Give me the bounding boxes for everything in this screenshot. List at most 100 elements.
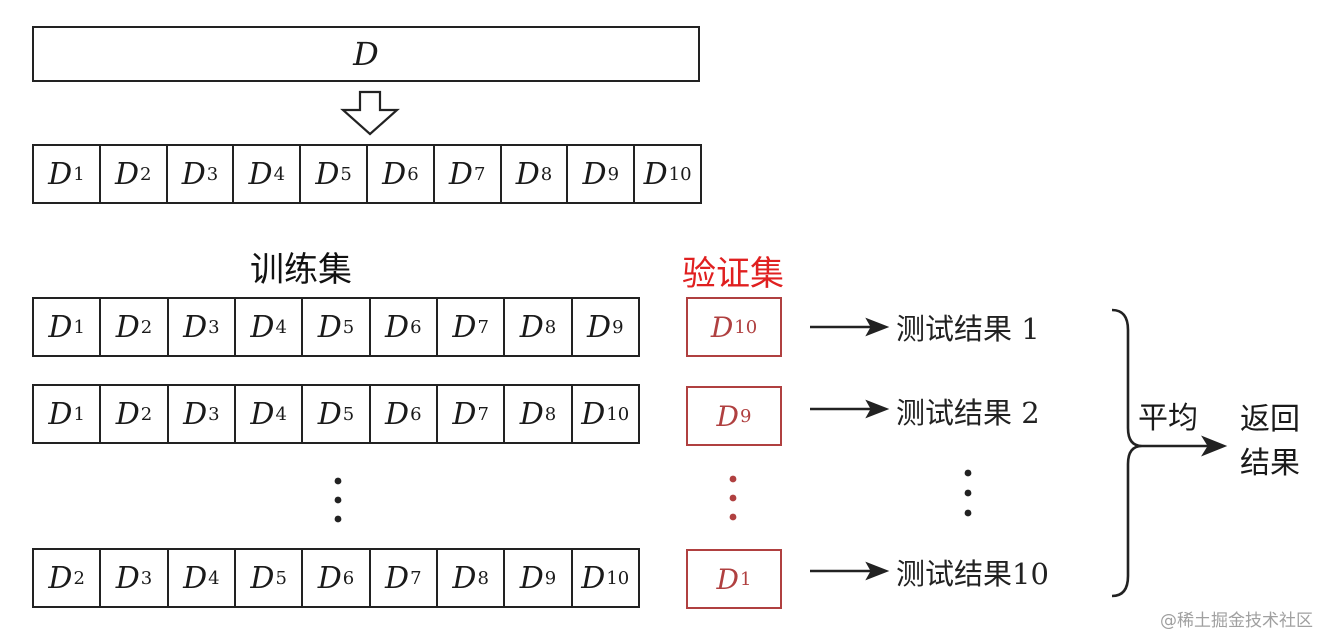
split-subset-cell-2-base: D bbox=[114, 156, 139, 192]
fold-3-train-cell-1-subscript: 2 bbox=[73, 567, 85, 589]
fold-1-train-cell-3-subscript: 3 bbox=[208, 316, 220, 338]
split-subset-cell-9-base: D bbox=[582, 156, 607, 192]
fold-1-train-cell-2-subscript: 2 bbox=[140, 316, 153, 338]
split-subset-cell-6-subscript: 6 bbox=[407, 163, 419, 185]
fold-3-train-cell-2-subscript: 3 bbox=[140, 567, 153, 589]
fold-1-train-cell-5-subscript: 5 bbox=[342, 316, 355, 338]
fold-1-train-cell-5-base: D bbox=[317, 309, 342, 345]
fold-2-train-cell-1-subscript: 1 bbox=[73, 403, 85, 425]
fold-2-train-cell-1-base: D bbox=[48, 396, 73, 432]
split-subset-cell-4-base: D bbox=[248, 156, 273, 192]
fold-1-train-cell-1-subscript: 1 bbox=[73, 316, 85, 338]
split-subset-cell-8-base: D bbox=[515, 156, 540, 192]
fold-1-train-cell-6-subscript: 6 bbox=[410, 316, 422, 338]
fold-3-train-cell-2-base: D bbox=[115, 560, 140, 596]
fold-2-train-cell-4-subscript: 4 bbox=[275, 403, 287, 425]
result-ellipsis-icon bbox=[964, 469, 972, 517]
watermark: @稀土掘金技术社区 bbox=[1160, 611, 1313, 631]
fold-1-result: 测试结果 1 bbox=[896, 312, 1040, 346]
fold-1-validation-base: D bbox=[710, 310, 734, 344]
fold-3-train-cell-3-base: D bbox=[183, 560, 208, 596]
full-dataset-box: D bbox=[32, 26, 700, 82]
fold-1-train-cell-7-base: D bbox=[452, 309, 477, 345]
fold-3-train-cell-5-base: D bbox=[317, 560, 342, 596]
fold-3-train-cell-6-base: D bbox=[385, 560, 410, 596]
fold-1-train-cell-4-base: D bbox=[250, 309, 275, 345]
split-subset-cell-5-base: D bbox=[315, 156, 340, 192]
fold-2-train-cell-8-base: D bbox=[519, 396, 544, 432]
fold-2-result: 测试结果 2 bbox=[896, 396, 1040, 430]
fold-2-train-cell-3-base: D bbox=[183, 396, 208, 432]
fold-2-train-cell-7-base: D bbox=[452, 396, 477, 432]
fold-2-train-cell-4-base: D bbox=[250, 396, 275, 432]
fold-1-train-cell-9-base: D bbox=[587, 309, 612, 345]
split-subset-cell-1-base: D bbox=[48, 156, 73, 192]
fold-3-train-cell-4-subscript: 5 bbox=[275, 567, 287, 589]
fold-1-train-cell-3-base: D bbox=[183, 309, 208, 345]
fold-3-train-cell-3-subscript: 4 bbox=[208, 567, 220, 589]
fold-2-validation-subscript: 9 bbox=[740, 405, 752, 427]
fold-3-train-cell-6-subscript: 7 bbox=[410, 567, 422, 589]
split-subset-cell-3-base: D bbox=[181, 156, 206, 192]
fold-2-train-cell-2-subscript: 2 bbox=[140, 403, 153, 425]
train-ellipsis-icon bbox=[334, 477, 342, 523]
fold-1-train-cell-1-base: D bbox=[48, 309, 73, 345]
split-subset-cell-7-subscript: 7 bbox=[473, 163, 486, 185]
fold-1-train-cell-4-subscript: 4 bbox=[275, 316, 287, 338]
fold-2-train-cell-3-subscript: 3 bbox=[208, 403, 220, 425]
right-brace-icon bbox=[1111, 308, 1143, 598]
fold-3-train-cell-9-base: D bbox=[581, 560, 606, 596]
fold-3-train-cell-5-subscript: 6 bbox=[342, 567, 355, 589]
hollow-down-arrow-icon bbox=[340, 90, 400, 136]
fold-2-train-cell-6-subscript: 6 bbox=[410, 403, 422, 425]
split-subset-cell-6-base: D bbox=[382, 156, 407, 192]
split-subset-cell-10-base: D bbox=[643, 156, 668, 192]
fold-2-train-cell-5-subscript: 5 bbox=[342, 403, 355, 425]
fold-2-train-cell-7-subscript: 7 bbox=[477, 403, 489, 425]
fold-3-train-cell-7-base: D bbox=[452, 560, 477, 596]
result-arrow-icon bbox=[810, 317, 890, 581]
average-label: 平均 bbox=[1138, 401, 1198, 436]
fold-10-result: 测试结果10 bbox=[896, 557, 1049, 591]
fold-3-validation-base: D bbox=[716, 562, 739, 596]
fold-1-train-cell-6-base: D bbox=[385, 309, 410, 345]
fold-2-train-cell-2-base: D bbox=[115, 396, 140, 432]
fold-2-train-cell-6-base: D bbox=[385, 396, 410, 432]
fold-3-train-cell-9-subscript: 10 bbox=[606, 567, 630, 589]
fold-3-train-cell-4-base: D bbox=[250, 560, 275, 596]
train-set-label: 训练集 bbox=[250, 250, 352, 290]
split-subset-cell-7-base: D bbox=[448, 156, 473, 192]
fold-2-train-cell-8-subscript: 8 bbox=[544, 403, 557, 425]
